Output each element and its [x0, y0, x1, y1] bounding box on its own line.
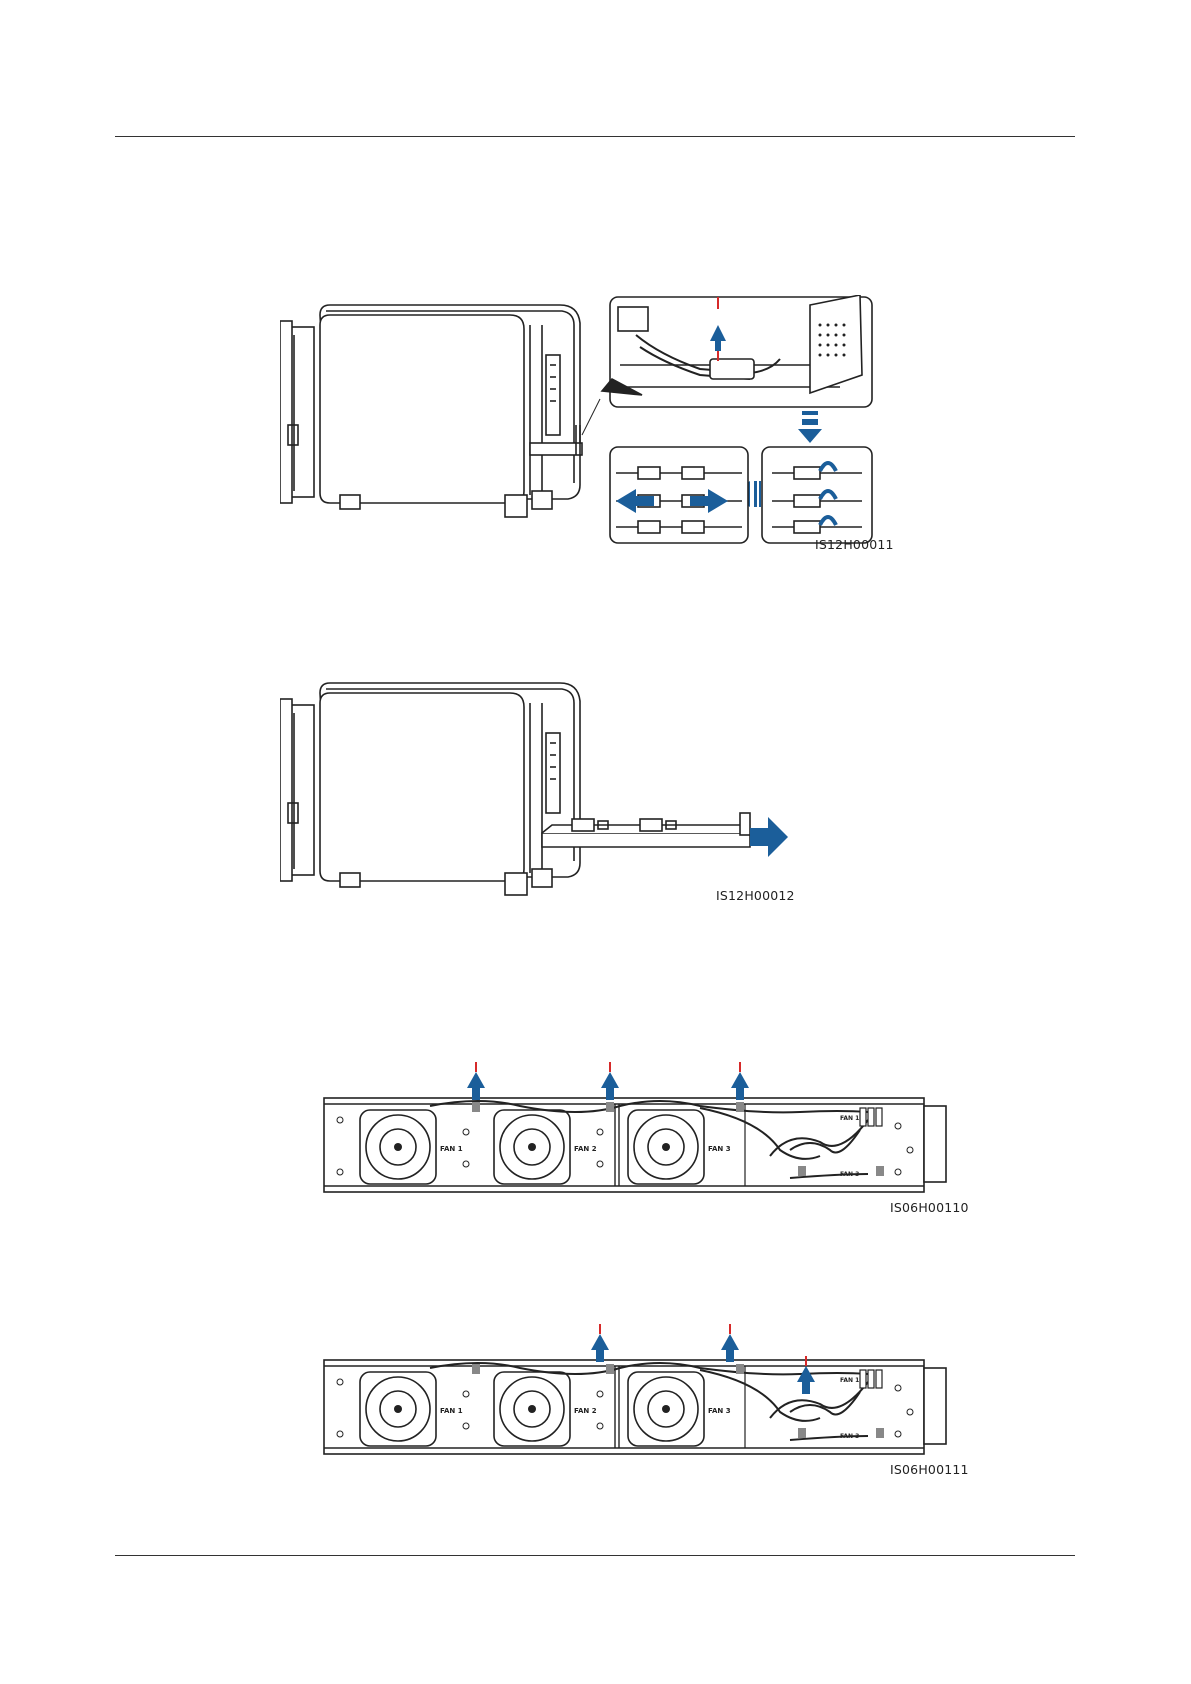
fan-tray-top-variant-illustration: FAN 1 FAN 2 FAN 3 FAN 1 FAN 3: [320, 1322, 960, 1462]
figure-id: IS06H00110: [890, 1200, 969, 1215]
fan-label: FAN 3: [708, 1407, 731, 1415]
fan-icon: [628, 1110, 704, 1184]
figure-fan-tray-top: FAN 1 FAN 2 FAN 3 FAN 1 FAN 3: [320, 1060, 960, 1200]
fan-label: FAN 1: [840, 1377, 859, 1384]
fan-icon: [360, 1372, 436, 1446]
arrow-icon: [798, 411, 822, 443]
figure-id: IS12H00012: [716, 888, 795, 903]
figure-fan-tray-pullout: [280, 673, 800, 903]
fan-label: FAN 1: [440, 1407, 463, 1415]
arrow-icon: [591, 1334, 609, 1362]
arrow-icon: [750, 817, 788, 857]
fan-label: FAN 1: [840, 1115, 859, 1122]
fan-icon: [628, 1372, 704, 1446]
fan-tray-pullout-illustration: [280, 673, 800, 903]
footer-rule: [115, 1555, 1075, 1556]
arrow-icon: [721, 1334, 739, 1362]
fan-label: FAN 2: [574, 1145, 597, 1153]
fan-icon: [494, 1110, 570, 1184]
arrow-icon: [601, 1072, 619, 1100]
fan-icon: [360, 1110, 436, 1184]
fan-tray-top-illustration: FAN 1 FAN 2 FAN 3 FAN 1 FAN 3: [320, 1060, 960, 1200]
figure-id: IS06H00111: [890, 1462, 969, 1477]
figure-fan-tray-top-variant: FAN 1 FAN 2 FAN 3 FAN 1 FAN 3: [320, 1322, 960, 1462]
arrow-icon: [731, 1072, 749, 1100]
figure-id: IS12H00011: [815, 537, 894, 552]
figure-inverter-disconnect: [280, 295, 880, 555]
inverter-disconnect-illustration: [280, 295, 880, 555]
fan-label: FAN 1: [440, 1145, 463, 1153]
arrow-icon: [467, 1072, 485, 1100]
fan-label: FAN 3: [708, 1145, 731, 1153]
header-rule: [115, 136, 1075, 137]
fan-icon: [494, 1372, 570, 1446]
fan-label: FAN 2: [574, 1407, 597, 1415]
